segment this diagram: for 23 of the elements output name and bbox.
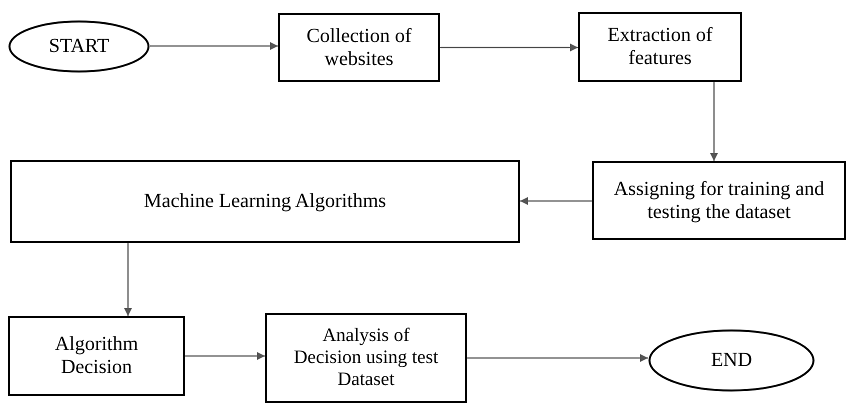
arrow — [440, 44, 578, 52]
arrow — [520, 197, 592, 205]
node-label: Algorithm Decision — [54, 333, 140, 379]
terminal-ellipse — [8, 20, 150, 73]
node-label: Extraction of features — [606, 24, 714, 70]
process-box — [592, 161, 846, 240]
process-box — [278, 13, 440, 82]
arrow — [710, 82, 718, 161]
node-label: Machine Learning Algorithms — [142, 190, 388, 213]
node-label: Analysis of Decision using test Dataset — [292, 325, 440, 391]
arrow — [150, 42, 278, 50]
process-box — [8, 316, 185, 396]
terminal-ellipse — [648, 329, 815, 392]
node-label: Collection of websites — [306, 24, 412, 70]
process-box — [10, 160, 520, 243]
process-box — [265, 313, 467, 403]
arrow — [185, 352, 265, 360]
arrow — [124, 243, 132, 316]
arrow — [467, 354, 648, 362]
node-label: START — [48, 35, 110, 58]
node-label: END — [710, 349, 754, 372]
node-label: Assigning for training and testing the dataset — [612, 178, 826, 224]
process-box — [578, 12, 742, 82]
